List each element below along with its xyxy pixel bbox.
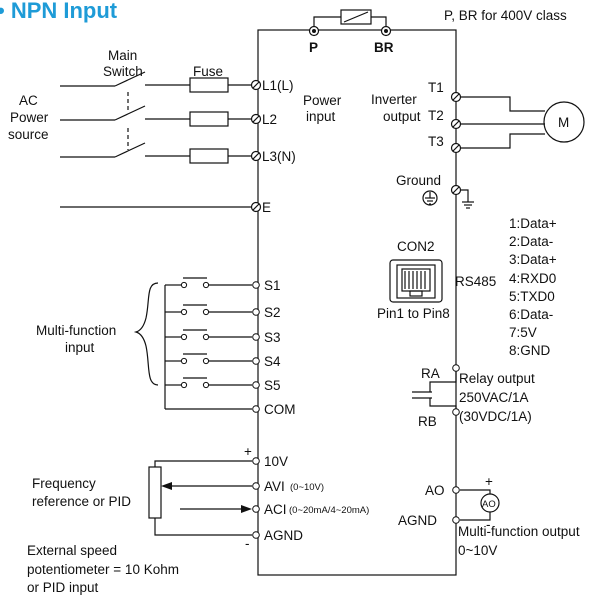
mf-output-label-2: 0~10V: [458, 543, 497, 558]
braking-resistor: [308, 9, 392, 37]
analog-output-meter: [452, 486, 500, 524]
s2-terminal-label: S2: [264, 305, 281, 320]
main-switch-and-fuses: [60, 71, 252, 164]
rb-terminal-label: RB: [418, 414, 437, 429]
inverter-output-label-2: output: [383, 109, 421, 124]
ext-pot-label-1: External speed: [27, 543, 117, 558]
t2-terminal-label: T2: [428, 108, 444, 123]
rs485-label: RS485: [455, 274, 496, 289]
motor-output-terminals: [450, 91, 545, 154]
rj45-connector-icon: [389, 259, 443, 303]
s3-terminal-label: S3: [264, 330, 281, 345]
rs485-pin: 2:Data-: [509, 234, 553, 249]
l1-terminal-label: L1(L): [262, 78, 294, 93]
relay-contact: [412, 364, 460, 416]
ground-terminal: [450, 184, 474, 209]
s4-terminal-label: S4: [264, 354, 281, 369]
ground-label: Ground: [396, 173, 441, 188]
freq-ref-label-1: Frequency: [32, 476, 96, 491]
diagram-title: • NPN Input: [0, 0, 118, 23]
mf-input-label-2: input: [65, 340, 95, 355]
t1-terminal-label: T1: [428, 80, 444, 95]
fuse-label: Fuse: [193, 64, 223, 79]
main-switch-label-2: Switch: [103, 64, 143, 79]
ground-icon: [422, 190, 438, 206]
agnd-left-terminal-label: AGND: [264, 528, 303, 543]
ao-meter-label: AO: [482, 499, 496, 510]
agnd-right-terminal-label: AGND: [398, 513, 437, 528]
10v-plus-sign: +: [244, 444, 252, 459]
mf-input-brace: [133, 282, 159, 386]
potentiometer-icon: [148, 457, 260, 539]
avi-terminal-label: AVI: [264, 479, 285, 494]
br-terminal-label: BR: [374, 40, 394, 55]
motor-label: M: [558, 115, 569, 130]
p-br-note: P, BR for 400V class: [444, 8, 567, 23]
ac-source-label-2: Power: [10, 110, 49, 125]
rs485-pin: 6:Data-: [509, 307, 553, 322]
t3-terminal-label: T3: [428, 134, 444, 149]
digital-input-switches: [164, 277, 260, 413]
ao-meter-minus: -: [486, 517, 491, 532]
power-input-label-1: Power: [303, 93, 342, 108]
relay-label-3: (30VDC/1A): [459, 409, 532, 424]
e-terminal: [250, 201, 262, 213]
rs485-pin: 3:Data+: [509, 252, 557, 267]
rs485-pin: 5:TXD0: [509, 289, 555, 304]
relay-label-1: Relay output: [459, 371, 535, 386]
avi-range-label: (0~10V): [290, 482, 324, 493]
main-switch-label-1: Main: [108, 48, 137, 63]
com-terminal-label: COM: [264, 402, 296, 417]
agnd-minus-sign: -: [245, 536, 250, 551]
ac-source-label-3: source: [8, 127, 49, 142]
freq-ref-label-2: reference or PID: [32, 494, 131, 509]
aci-range-label: (0~20mA/4~20mA): [289, 505, 369, 516]
l2-terminal-label: L2: [262, 112, 277, 127]
con2-label: CON2: [397, 239, 435, 254]
rs485-pin-list: 1:Data+ 2:Data- 3:Data+ 4:RXD0 5:TXD0 6:…: [509, 216, 557, 358]
relay-label-2: 250VAC/1A: [459, 390, 529, 405]
pin-range-label: Pin1 to Pin8: [377, 306, 450, 321]
e-terminal-label: E: [262, 200, 271, 215]
power-input-label-2: input: [306, 109, 336, 124]
ra-terminal-label: RA: [421, 366, 440, 381]
rs485-pin: 1:Data+: [509, 216, 557, 231]
p-terminal-label: P: [309, 40, 318, 55]
inverter-box: [257, 29, 457, 576]
ac-source-label-1: AC: [19, 93, 38, 108]
power-terminals: [250, 79, 262, 162]
rs485-pin: 8:GND: [509, 343, 551, 358]
ext-pot-label-2: potentiometer = 10 Kohm: [27, 562, 179, 577]
ao-meter-plus: +: [485, 474, 493, 489]
aci-terminal-label: ACI: [264, 502, 287, 517]
rs485-pin: 4:RXD0: [509, 271, 556, 286]
ext-pot-label-3: or PID input: [27, 580, 99, 595]
mf-output-label-1: Multi-function output: [458, 524, 580, 539]
inverter-output-label-1: Inverter: [371, 92, 417, 107]
10v-terminal-label: 10V: [264, 454, 288, 469]
mf-input-label-1: Multi-function: [36, 323, 116, 338]
rs485-pin: 7:5V: [509, 325, 537, 340]
s1-terminal-label: S1: [264, 278, 281, 293]
motor-icon: [543, 101, 585, 143]
ao-terminal-label: AO: [425, 483, 445, 498]
s5-terminal-label: S5: [264, 378, 281, 393]
l3-terminal-label: L3(N): [262, 149, 296, 164]
